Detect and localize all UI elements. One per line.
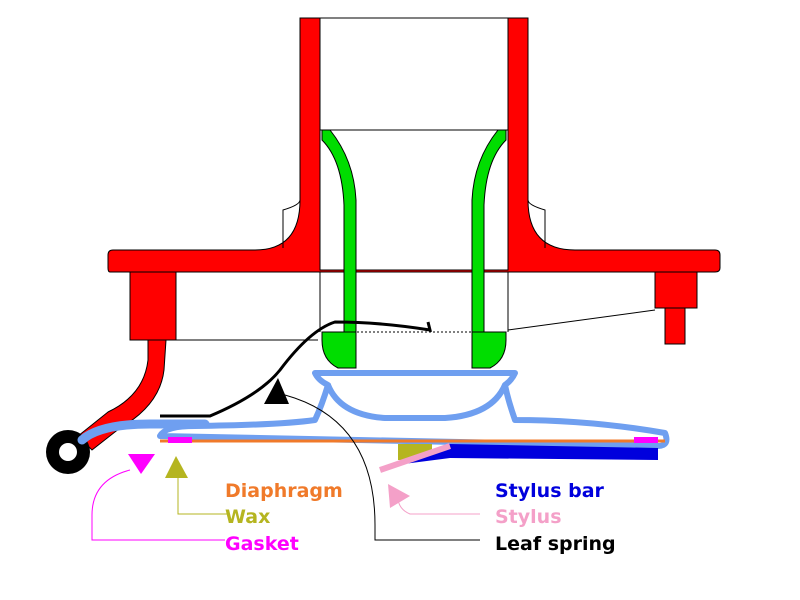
tube-left-foot: [321, 331, 357, 369]
mounting-ring: [175, 272, 656, 341]
stylus-arrowhead: [388, 484, 410, 508]
leaf-spring-pointer-line: [284, 394, 480, 541]
tube-right-foot: [471, 331, 507, 369]
stylus-pointer-line: [397, 499, 480, 515]
gasket-pointer-line: [91, 469, 225, 541]
diaphragm-label: Diaphragm: [225, 480, 343, 502]
leaf-spring-arrowhead: [264, 378, 289, 404]
gasket-arrowhead: [128, 454, 155, 474]
wax-pointer-line: [177, 475, 228, 515]
housing-right-lug: [654, 271, 698, 309]
diaphragm-outline: [157, 370, 670, 449]
gasket-right: [634, 437, 658, 443]
wax-arrowhead: [165, 456, 188, 478]
stylus-label: Stylus: [495, 506, 562, 528]
housing-inner-step-left: [282, 199, 301, 248]
upper-tube-outline: [319, 17, 509, 332]
gasket-label: Gasket: [225, 533, 299, 555]
pivot-hole: [59, 443, 77, 461]
wax-label: Wax: [225, 506, 270, 528]
housing-left-arm: [77, 339, 167, 451]
housing-inner-step-right: [527, 199, 546, 248]
diaphragm-left-flange: [77, 419, 210, 445]
gasket-left: [168, 437, 192, 443]
housing-body: [107, 17, 721, 273]
tube-left-wall: [321, 129, 357, 346]
leaf-spring-label: Leaf spring: [495, 533, 616, 555]
stylus: [379, 443, 451, 473]
housing-left-lug: [129, 271, 177, 341]
tube-right-wall: [471, 129, 507, 346]
diaphragm-cup: [325, 383, 508, 421]
stylus-bar: [388, 444, 658, 466]
leaf-spring: [160, 320, 433, 418]
housing-right-screw: [664, 307, 686, 345]
stylus-bar-label: Stylus bar: [495, 480, 605, 502]
